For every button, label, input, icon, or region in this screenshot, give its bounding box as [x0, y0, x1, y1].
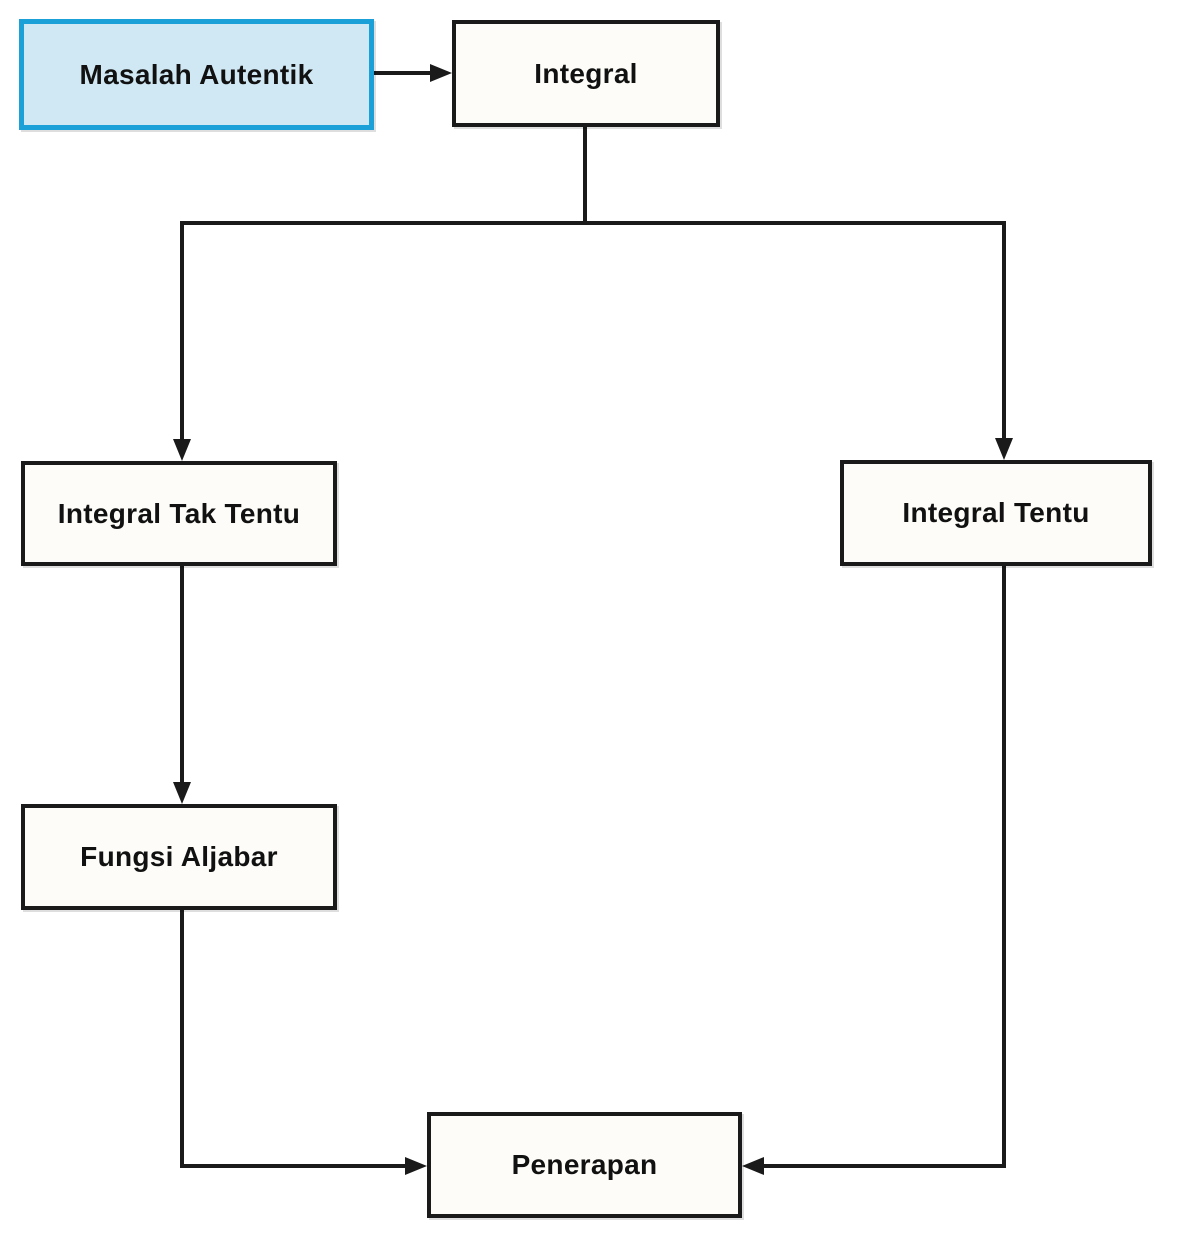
arrowhead-down-icon — [995, 438, 1013, 460]
node-label: Fungsi Aljabar — [80, 841, 278, 872]
node-penerapan: Penerapan — [427, 1112, 742, 1218]
node-fungsi-aljabar: Fungsi Aljabar — [21, 804, 337, 910]
node-label: Masalah Autentik — [79, 58, 314, 90]
node-label: Penerapan — [511, 1149, 658, 1180]
connector-to-integral-tentu — [995, 221, 1013, 460]
node-label: Integral Tak Tentu — [57, 497, 301, 529]
connector-masalah-to-integral — [374, 64, 452, 82]
connector-taktentu-to-fungsi — [173, 566, 191, 804]
connector-tentu-to-penerapan — [742, 566, 1006, 1175]
arrowhead-down-icon — [173, 439, 191, 461]
arrowhead-down-icon — [173, 782, 191, 804]
arrowhead-right-icon — [405, 1157, 427, 1175]
node-masalah-autentik: Masalah Autentik — [19, 19, 374, 130]
connector-fungsi-to-penerapan — [180, 910, 427, 1175]
node-label: Integral — [534, 57, 638, 89]
node-integral-tentu: Integral Tentu — [840, 460, 1152, 566]
arrowhead-right-icon — [430, 64, 452, 82]
node-integral: Integral — [452, 20, 720, 127]
arrowhead-left-icon — [742, 1157, 764, 1175]
node-label: Integral Tentu — [902, 497, 1090, 528]
node-integral-tak-tentu: Integral Tak Tentu — [21, 461, 337, 566]
connector-to-integral-tak-tentu — [173, 221, 191, 461]
